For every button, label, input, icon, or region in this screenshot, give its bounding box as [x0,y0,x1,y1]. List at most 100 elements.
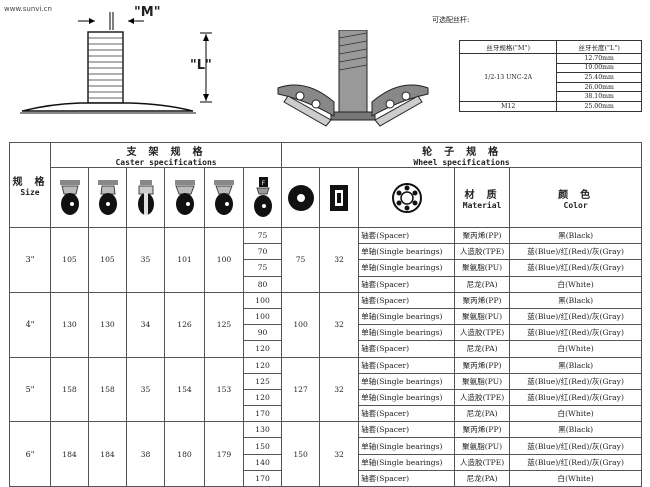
bearing-cell: 轴套(Spacer) [358,226,456,245]
total-height-cell: 120 [242,356,283,374]
bearing-cell: 单轴(Single bearings) [358,372,456,390]
caster-dim-cell: 105 [88,227,127,293]
color-cell: 蓝(Blue)/红(Red)/灰(Gray) [509,453,643,471]
total-height-cell: 120 [242,388,283,407]
material-cell: 人造胶(TPE) [454,388,511,407]
wheel-diameter-cell: 100 [281,291,321,358]
caster-dim-cell: 100 [204,227,244,293]
bearing-cell: 单轴(Single bearings) [358,437,456,455]
bearing-cell: 单轴(Single bearings) [358,453,456,471]
caster-dim-cell: 34 [126,291,165,358]
caster-spec-table: 规 格 Size 支 架 规 格 Caster specifications 轮… [9,142,643,487]
material-cell: 聚丙烯(PP) [454,421,511,439]
color-cell: 蓝(Blue)/红(Red)/灰(Gray) [509,437,643,455]
thread-spec-m12: M12 [458,100,558,112]
thread-spec-unc: 1/2-13 UNC-2A [458,53,558,102]
caster-dim-cell: 101 [164,227,205,293]
cross-section-diagram [277,30,429,127]
material-cell: 尼龙(PA) [454,340,511,358]
material-cell: 人造胶(TPE) [454,453,511,471]
wheel-diameter-cell: 150 [281,421,321,487]
wheel-width-icon [319,167,360,228]
thread-length: 25.40mm [556,72,642,83]
caster-profile-icon [164,167,205,228]
wheel-width-cell: 32 [319,291,360,358]
color-cell: 白(White) [509,275,643,293]
color-cell: 蓝(Blue)/红(Red)/灰(Gray) [509,307,643,326]
caster-dim-cell: 130 [50,291,89,358]
color-cell: 蓝(Blue)/红(Red)/灰(Gray) [509,259,643,277]
thread-length: 19.00mm [556,62,642,74]
total-height-cell: 90 [242,324,283,342]
color-cell: 蓝(Blue)/红(Red)/灰(Gray) [509,372,643,390]
color-cell: 白(White) [509,340,643,358]
material-cell: 尼龙(PA) [454,275,511,293]
thread-length: 25.00mm [556,100,642,112]
wheel-spec-header-zh: 轮 子 规 格 [422,147,502,158]
total-height-cell: 170 [242,405,283,423]
color-cell: 蓝(Blue)/红(Red)/灰(Gray) [509,243,643,261]
caster-dim-cell: 126 [164,291,205,358]
caster-spec-header-zh: 支 架 规 格 [126,147,206,158]
caster-profile-icon [126,167,165,228]
color-cell: 黑(Black) [509,421,643,439]
threaded-stem-diagram [20,12,212,114]
caster-dim-cell: 38 [126,421,165,487]
material-cell: 聚氨脂(PU) [454,437,511,455]
thread-length-header: 丝牙长度("L") [556,40,642,54]
wheel-width-cell: 32 [319,356,360,423]
color-header: 颜 色 Color [509,167,643,228]
bearing-cell: 单轴(Single bearings) [358,243,456,261]
material-cell: 聚氨脂(PU) [454,259,511,277]
material-cell: 尼龙(PA) [454,405,511,423]
bearing-cell: 轴套(Spacer) [358,469,456,487]
total-height-cell: 140 [242,453,283,471]
total-height-cell: 75 [242,226,283,245]
material-cell: 聚氨脂(PU) [454,372,511,390]
wheel-width-cell: 32 [319,421,360,487]
wheel-diameter-icon [281,167,321,228]
color-header-zh: 颜 色 [558,189,594,201]
bearing-cell: 轴套(Spacer) [358,405,456,423]
bearing-cell: 单轴(Single bearings) [358,388,456,407]
caster-dim-cell: 180 [164,421,205,487]
color-header-en: Color [563,200,588,210]
size-header: 规 格 Size [9,142,51,228]
thread-length: 12.70mm [556,53,642,64]
wheel-width-cell: 32 [319,227,360,293]
total-height-cell: 75 [242,259,283,277]
l-dimension-label: "L" [190,58,212,73]
bearing-cell: 单轴(Single bearings) [358,324,456,342]
caster-dim-cell: 130 [88,291,127,358]
wheel-diameter-cell: 127 [281,356,321,423]
material-header-zh: 材 质 [464,189,500,201]
wheel-spec-header: 轮 子 规 格 Wheel specifications [281,142,643,168]
wheel-spec-header-en: Wheel specifications [413,158,510,167]
watermark: www.sunvi.cn [4,5,52,13]
caster-dim-cell: 184 [88,421,127,487]
total-height-cell: 100 [242,307,283,326]
caster-dim-cell: 158 [88,356,127,423]
size-header-en: Size [20,188,40,197]
thread-length: 38.10mm [556,91,642,102]
material-cell: 聚丙烯(PP) [454,356,511,374]
caster-profile-icon [88,167,127,228]
bearing-cell: 单轴(Single bearings) [358,307,456,326]
thread-spec-table: 丝牙规格("M") 丝牙长度("L") 1/2-13 UNC-2A 12.70m… [458,40,642,112]
caster-dim-cell: 35 [126,356,165,423]
thread-options-title: 可选配丝杆: [432,16,470,24]
m-dimension-label: "M" [134,5,161,20]
color-cell: 白(White) [509,405,643,423]
caster-dim-cell: 184 [50,421,89,487]
total-height-cell: 150 [242,437,283,455]
bearing-icon [358,167,456,228]
